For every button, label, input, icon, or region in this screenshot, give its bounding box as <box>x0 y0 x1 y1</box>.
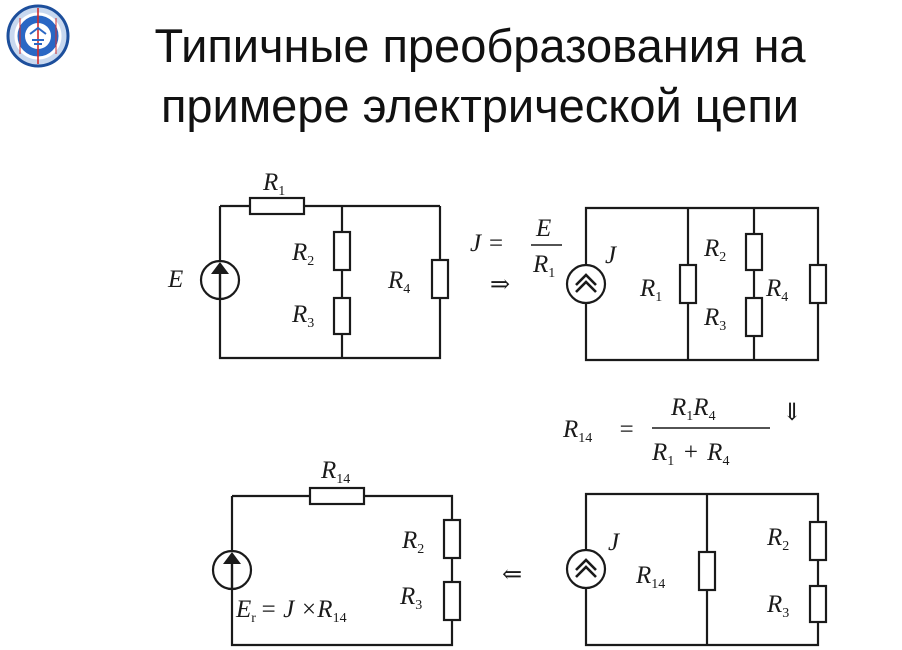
source-label: E <box>167 266 183 293</box>
university-emblem-icon <box>6 4 70 68</box>
voltage-source-icon <box>199 259 241 301</box>
r2-label: R2 <box>401 527 424 557</box>
title-line-2: примере электрической цепи <box>160 79 800 132</box>
source-label: J <box>608 529 621 556</box>
voltage-source-icon <box>211 549 253 591</box>
r2-label: R2 <box>766 524 789 554</box>
circuit-1: E R1 R2 R3 R4 <box>167 169 450 360</box>
current-source-icon <box>565 263 607 305</box>
resistor-r14 <box>308 486 366 506</box>
arrow-down-icon: ⇓ <box>782 398 802 426</box>
r3-label: R3 <box>703 304 726 334</box>
resistor-r3 <box>332 296 352 336</box>
j-equals: J = <box>470 230 504 257</box>
r1-label: R1 <box>639 275 662 305</box>
current-source-icon <box>565 548 607 590</box>
r4-label: R4 <box>387 267 410 297</box>
resistor-r3 <box>808 584 828 624</box>
r3-label: R3 <box>766 591 789 621</box>
circuit-4: R14 R2 R3 Er= J ×R14 <box>211 457 462 647</box>
resistor-r4 <box>808 263 828 305</box>
resistor-r3 <box>442 580 462 622</box>
resistor-r3 <box>744 296 764 338</box>
resistor-r2 <box>442 518 462 560</box>
resistor-r2 <box>332 230 352 272</box>
step-2-formula: R14 = R1R4 R1+R4 ⇓ <box>562 394 802 469</box>
r3-label: R3 <box>291 301 314 331</box>
resistor-r2 <box>808 520 828 562</box>
r3-label: R3 <box>399 583 422 613</box>
circuit-3: J R14 R2 R3 <box>565 492 828 647</box>
fraction-denominator: R1+R4 <box>651 439 729 469</box>
arrow-right-icon: ⇒ <box>490 270 510 298</box>
source-label: J <box>605 242 618 269</box>
fraction-denominator: R1 <box>532 251 555 281</box>
r14-lhs: R14 <box>562 416 592 446</box>
resistor-r2 <box>744 232 764 272</box>
title-line-1: Типичные преобразования на <box>154 19 806 72</box>
r14-label: R14 <box>635 562 665 592</box>
resistor-r1 <box>248 196 306 216</box>
resistor-r14 <box>697 550 717 592</box>
fraction-numerator: E <box>535 215 551 242</box>
er-equation: Er= J ×R14 <box>235 596 347 626</box>
arrow-left-icon: ⇐ <box>502 560 522 588</box>
page-title: Типичные преобразования на примере элект… <box>80 16 880 136</box>
r2-label: R2 <box>291 239 314 269</box>
step-1-formula: J = E R1 ⇒ <box>470 215 562 298</box>
r1-label: R1 <box>262 169 285 199</box>
r2-label: R2 <box>703 235 726 265</box>
resistor-r1 <box>678 263 698 305</box>
equals-sign: = <box>618 416 635 443</box>
r4-label: R4 <box>765 275 788 305</box>
r14-label: R14 <box>320 457 350 487</box>
resistor-r4 <box>430 258 450 300</box>
fraction-numerator: R1R4 <box>670 394 716 424</box>
circuit-2: J R1 R2 R3 R4 <box>565 206 828 362</box>
